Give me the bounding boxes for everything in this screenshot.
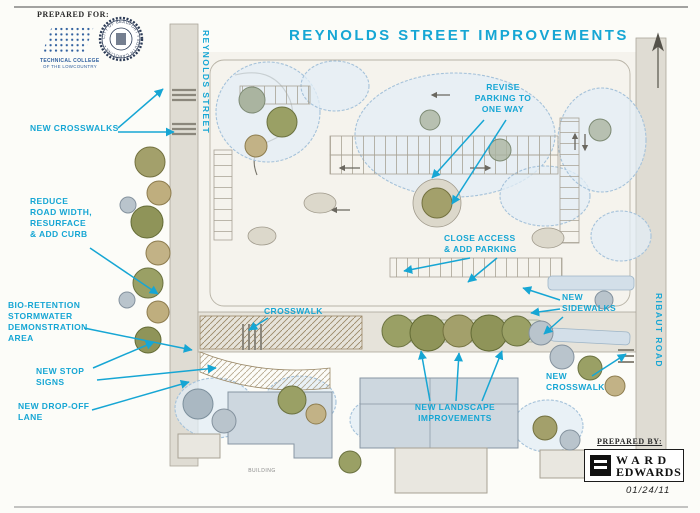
buildings [177, 377, 601, 494]
tcl-logo-text-line2: OF THE LOWCOUNTRY [43, 64, 97, 69]
annotation-crosswalk: CROSSWALK [264, 306, 323, 316]
city-of-beaufort-seal: CITY OF BEAUFORT • SOUTH CAROLINA • [98, 16, 144, 62]
annotation-arrows [83, 88, 627, 411]
prepared-for-label: PREPARED FOR: [37, 10, 110, 19]
ward-edwards-logo-mark [590, 455, 611, 476]
annotation-new-stop-signs: NEW STOP SIGNS [36, 366, 85, 388]
annotation-revise-parking: REVISE PARKING TO ONE WAY [474, 82, 532, 115]
annotation-bio-retention: BIO-RETENTION STORMWATER DEMONSTRATION A… [8, 300, 88, 344]
annotation-reduce-road-width: REDUCE ROAD WIDTH, RESURFACE & ADD CURB [30, 196, 93, 240]
new-sidewalk-areas [547, 275, 635, 346]
traffic-arrows [330, 91, 589, 214]
firm-name-line1: WARD [616, 452, 671, 467]
sheet-border-lines [14, 6, 688, 508]
ward-edwards-logo: WARD EDWARDS [584, 449, 684, 482]
building-label: BUILDING [248, 468, 276, 474]
technical-college-logo: TECHNICAL COLLEGE OF THE LOWCOUNTRY [40, 26, 100, 69]
annotation-close-access: CLOSE ACCESS & ADD PARKING [444, 233, 517, 255]
annotation-new-sidewalks: NEW SIDEWALKS [562, 292, 617, 314]
tcl-logo-text-line1: TECHNICAL COLLEGE [40, 58, 100, 64]
annotation-new-crosswalks: NEW CROSSWALKS [30, 123, 119, 133]
firm-name-line2: EDWARDS [616, 464, 682, 479]
parking-islands [247, 178, 565, 249]
north-arrow [652, 32, 664, 88]
annotation-new-landscape: NEW LANDSCAPE IMPROVEMENTS [414, 402, 496, 424]
resurface-hatch-zone [199, 315, 363, 391]
street-label-ribaut: RIBAUT ROAD [654, 293, 664, 368]
annotation-new-crosswalk: NEW CROSSWALK [546, 371, 605, 393]
page-title: REYNOLDS STREET IMPROVEMENTS [289, 27, 629, 44]
annotation-new-drop-off-lane: NEW DROP-OFF LANE [18, 401, 90, 423]
prepared-by-label: PREPARED BY: [597, 437, 663, 446]
street-label-reynolds: REYNOLDS STREET [201, 30, 211, 135]
plan-date: 01/24/11 [626, 485, 671, 496]
